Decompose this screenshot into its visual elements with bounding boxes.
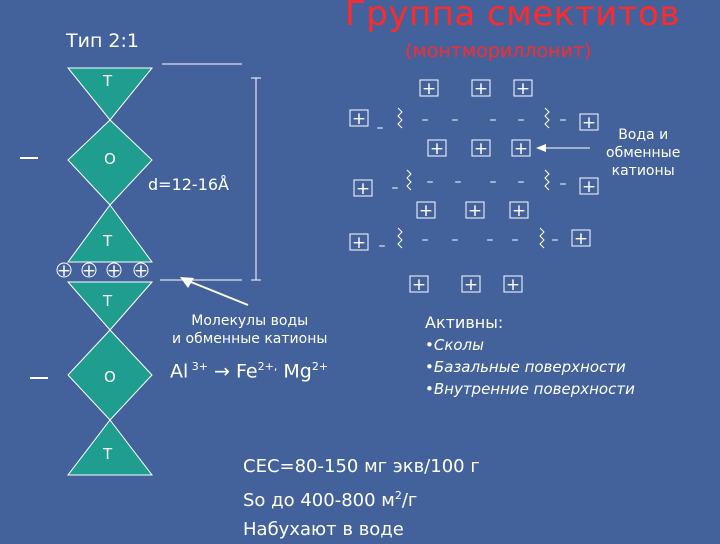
- molecules-label: Молекулы воды и обменные катионы: [172, 312, 327, 348]
- svg-text:+: +: [582, 177, 596, 197]
- water-label-line: Вода и: [618, 127, 669, 143]
- svg-text:–: –: [422, 112, 429, 128]
- svg-text:–: –: [452, 232, 459, 248]
- svg-text:+: +: [574, 229, 588, 249]
- svg-text:+: +: [422, 79, 436, 99]
- molecules-label-line: и обменные катионы: [172, 331, 328, 347]
- svg-text:–: –: [452, 112, 459, 128]
- tetrahedral-sheet-top-2: [66, 281, 154, 331]
- al-ion: Al: [170, 360, 189, 383]
- svg-text:+: +: [352, 233, 366, 253]
- interlayer-scheme: + + + + – – – – – – + + + + + – – – – – – + + …: [349, 79, 599, 295]
- svg-text:+: +: [474, 139, 488, 159]
- mg-ion: Mg: [283, 360, 312, 383]
- fe-ion: Fe: [236, 360, 258, 383]
- substitution-formula: Al 3+ → Fe2+, Mg2+: [170, 360, 328, 382]
- surface-area-line: So до 400-800 м2/г: [243, 481, 480, 515]
- svg-text:+: +: [474, 79, 488, 99]
- layer-label-t3: Т: [103, 292, 113, 310]
- svg-text:+: +: [514, 139, 528, 159]
- layer-label-t1: Т: [103, 72, 113, 90]
- svg-text:+: +: [107, 261, 121, 281]
- properties: CEC=80-150 мг экв/100 г So до 400-800 м2…: [243, 452, 480, 544]
- svg-text:–: –: [490, 112, 497, 128]
- svg-text:+: +: [82, 261, 96, 281]
- molecules-label-line: Молекулы воды: [191, 313, 309, 329]
- svg-text:+: +: [516, 79, 530, 99]
- active-item: •Внутренние поверхности: [425, 380, 635, 398]
- layer-label-t2: Т: [103, 232, 113, 250]
- layer-label-o1: О: [104, 150, 116, 168]
- fe-charge: 2+: [257, 360, 274, 373]
- svg-text:+: +: [464, 275, 478, 295]
- tetrahedral-sheet-bottom-2: [66, 419, 154, 476]
- svg-text:–: –: [379, 238, 386, 254]
- svg-text:–: –: [377, 120, 384, 136]
- svg-text:+: +: [512, 201, 526, 221]
- svg-text:–: –: [392, 180, 399, 196]
- swelling-line: Набухают в воде: [243, 519, 404, 540]
- surface-area-exponent: 2: [394, 489, 402, 502]
- svg-text:+: +: [412, 275, 426, 295]
- active-item: •Сколы: [425, 336, 484, 354]
- cec-line: CEC=80-150 мг экв/100 г: [243, 456, 480, 477]
- svg-text:–: –: [518, 112, 525, 128]
- svg-text:–: –: [518, 174, 525, 190]
- page-title: Группа смектитов: [345, 0, 680, 34]
- water-label-line: обменные: [606, 145, 681, 161]
- surface-area-unit: /г: [401, 490, 418, 511]
- pointer-arrowhead: [180, 277, 194, 288]
- svg-text:+: +: [352, 109, 366, 129]
- svg-text:–: –: [552, 232, 559, 248]
- layer-label-t4: Т: [103, 445, 113, 463]
- water-label-line: катионы: [611, 163, 675, 179]
- active-item: •Базальные поверхности: [425, 358, 626, 376]
- svg-text:+: +: [468, 201, 482, 221]
- svg-text:+: +: [57, 261, 71, 281]
- separator: ,: [273, 360, 278, 373]
- active-heading: Активны:: [425, 313, 504, 332]
- tetrahedral-sheet-top-1: [66, 67, 154, 121]
- svg-text:+: +: [134, 261, 148, 281]
- tetrahedral-sheet-bottom-1: [67, 204, 153, 263]
- svg-text:–: –: [560, 112, 567, 128]
- svg-text:–: –: [455, 174, 462, 190]
- page-subtitle: (монтмориллонит): [405, 40, 592, 62]
- svg-text:+: +: [506, 275, 520, 295]
- plus-row: + + +: [419, 79, 533, 99]
- svg-text:–: –: [512, 232, 519, 248]
- svg-text:+: +: [419, 201, 433, 221]
- svg-text:–: –: [427, 174, 434, 190]
- svg-text:–: –: [422, 232, 429, 248]
- water-label: Вода и обменные катионы: [606, 126, 680, 180]
- type-label: Тип 2:1: [66, 30, 139, 52]
- mg-charge: 2+: [311, 360, 329, 373]
- svg-text:+: +: [430, 139, 444, 159]
- svg-text:–: –: [487, 232, 494, 248]
- al-charge: 3+: [191, 360, 208, 373]
- surface-area-text: So до 400-800 м: [243, 490, 395, 511]
- svg-text:–: –: [560, 176, 567, 192]
- svg-text:+: +: [582, 113, 596, 133]
- active-sites: Активны: •Сколы •Базальные поверхности •…: [425, 312, 635, 400]
- layer-label-o2: О: [104, 368, 116, 386]
- svg-text:+: +: [356, 179, 370, 199]
- d-spacing-label: d=12-16Å: [148, 175, 229, 194]
- interlayer-cations: + + + +: [56, 261, 149, 281]
- arrow: →: [214, 360, 230, 383]
- svg-text:–: –: [490, 174, 497, 190]
- pointer-arrow: [185, 279, 249, 306]
